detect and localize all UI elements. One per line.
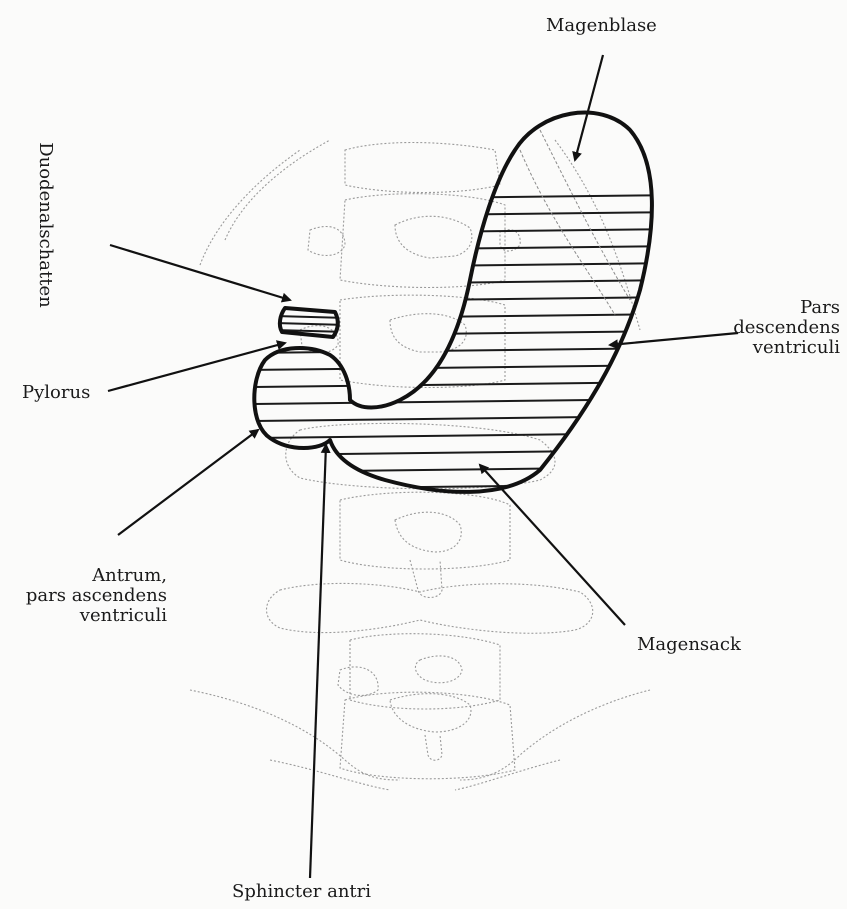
label-antrum-line-3: ventriculi xyxy=(15,606,167,626)
label-magensack: Magensack xyxy=(637,635,741,655)
label-duodenalschatten: Duodenalschatten xyxy=(35,140,55,310)
arrows xyxy=(108,55,738,878)
stomach-hatching xyxy=(250,195,680,489)
spine-outline xyxy=(190,140,650,790)
duodenal-shadow xyxy=(275,308,345,337)
arrow-magenblase xyxy=(575,55,603,160)
arrow-antrum xyxy=(118,430,258,535)
label-antrum: Antrum, pars ascendens ventriculi xyxy=(15,566,167,626)
label-sphincter-antri: Sphincter antri xyxy=(232,882,371,902)
label-magenblase: Magenblase xyxy=(546,16,657,36)
label-antrum-line-1: Antrum, xyxy=(15,566,167,586)
label-pars-descendens-line-2: descendens xyxy=(700,318,840,338)
label-pars-descendens-line-3: ventriculi xyxy=(700,338,840,358)
arrow-pylorus xyxy=(108,343,285,391)
label-pars-descendens-line-1: Pars xyxy=(700,298,840,318)
arrow-sphincter xyxy=(310,445,326,878)
label-pylorus: Pylorus xyxy=(22,383,90,403)
arrow-magensack xyxy=(480,465,625,625)
label-pars-descendens: Pars descendens ventriculi xyxy=(700,298,840,358)
label-antrum-line-2: pars ascendens xyxy=(15,586,167,606)
arrow-duodenalschatten xyxy=(110,245,290,300)
